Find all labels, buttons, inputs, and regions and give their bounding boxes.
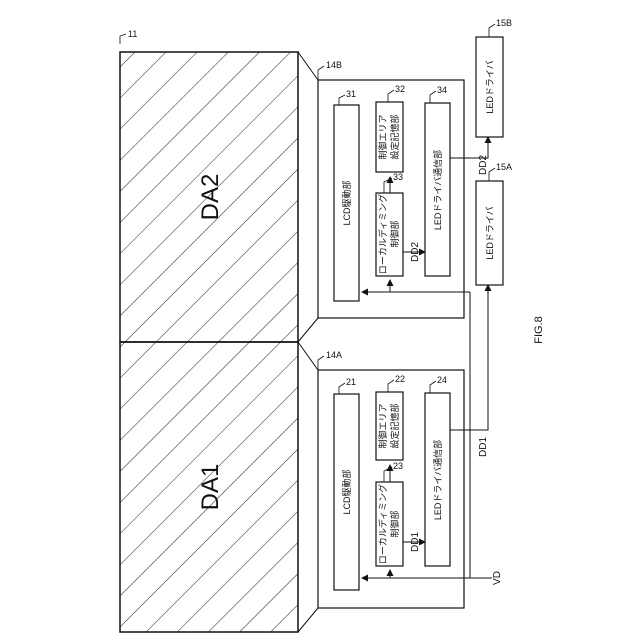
local-dimming-23-label-2: 制御部 <box>389 510 400 537</box>
connector-14a-top <box>298 342 318 370</box>
panel-ref-label: 11 <box>128 29 137 39</box>
led-driver-15b-label: LEDドライバ <box>485 60 495 113</box>
connector-14b-bottom <box>298 318 318 342</box>
area-da2-label: DA2 <box>197 174 224 221</box>
lcd-drive-31-ref: 31 <box>346 89 356 99</box>
led-driver-15a-label: LEDドライバ <box>485 206 495 259</box>
area-da1-label: DA1 <box>197 464 224 511</box>
controller-14b-ref: 14B <box>326 60 342 70</box>
area-setting-memory-32-label-1: 制御エリア <box>377 114 388 159</box>
area-setting-memory-22-ref: 22 <box>395 374 405 384</box>
area-setting-memory-22-label-1: 制御エリア <box>377 403 388 448</box>
area-setting-memory-22-label-2: 設定記憶部 <box>389 403 400 448</box>
dd2-internal-label: DD2 <box>410 242 421 262</box>
display-panel: DA2 DA1 11 <box>120 29 298 632</box>
led-driver-comm-34-label: LEDドライバ通信部 <box>432 150 443 230</box>
dd2-output-label: DD2 <box>478 155 489 175</box>
dd1-output-label: DD1 <box>478 437 489 457</box>
vd-label: VD <box>492 571 503 585</box>
local-dimming-33-ref: 33 <box>393 172 403 182</box>
local-dimming-33-label-2: 制御部 <box>389 220 400 247</box>
connector-14a-bottom <box>298 608 318 632</box>
lcd-drive-21-ref: 21 <box>346 377 356 387</box>
vd-bus <box>470 292 492 578</box>
controller-14b: 14B LCD駆動部 31 制御エリア 設定記憶部 32 ローカルディミング 制… <box>318 60 470 318</box>
figure-caption: FIG.8 <box>533 316 545 344</box>
led-driver-comm-24-ref: 24 <box>437 375 447 385</box>
lcd-drive-21-label: LCD駆動部 <box>341 469 352 514</box>
controller-14a: 14A LCD駆動部 21 制御エリア 設定記憶部 22 ローカルディミング 制… <box>318 350 470 608</box>
led-driver-15b: LEDドライバ 15B <box>476 18 512 137</box>
local-dimming-33-label-1: ローカルディミング <box>377 194 388 274</box>
dd1-internal-label: DD1 <box>410 532 421 552</box>
area-setting-memory-32-ref: 32 <box>395 84 405 94</box>
area-setting-memory-32-label-2: 設定記憶部 <box>389 114 400 159</box>
led-driver-15a: LEDドライバ 15A <box>476 162 512 285</box>
led-driver-15b-ref: 15B <box>496 18 512 28</box>
lcd-drive-31-label: LCD駆動部 <box>341 180 352 225</box>
connector-14b-top <box>298 52 318 80</box>
controller-14a-ref: 14A <box>326 350 342 360</box>
led-driver-comm-34-ref: 34 <box>437 85 447 95</box>
panel-ref-leader <box>120 34 126 44</box>
local-dimming-23-label-1: ローカルディミング <box>377 484 388 564</box>
led-driver-comm-24-label: LEDドライバ通信部 <box>432 440 443 520</box>
local-dimming-23-ref: 23 <box>393 461 403 471</box>
led-driver-15a-ref: 15A <box>496 162 512 172</box>
